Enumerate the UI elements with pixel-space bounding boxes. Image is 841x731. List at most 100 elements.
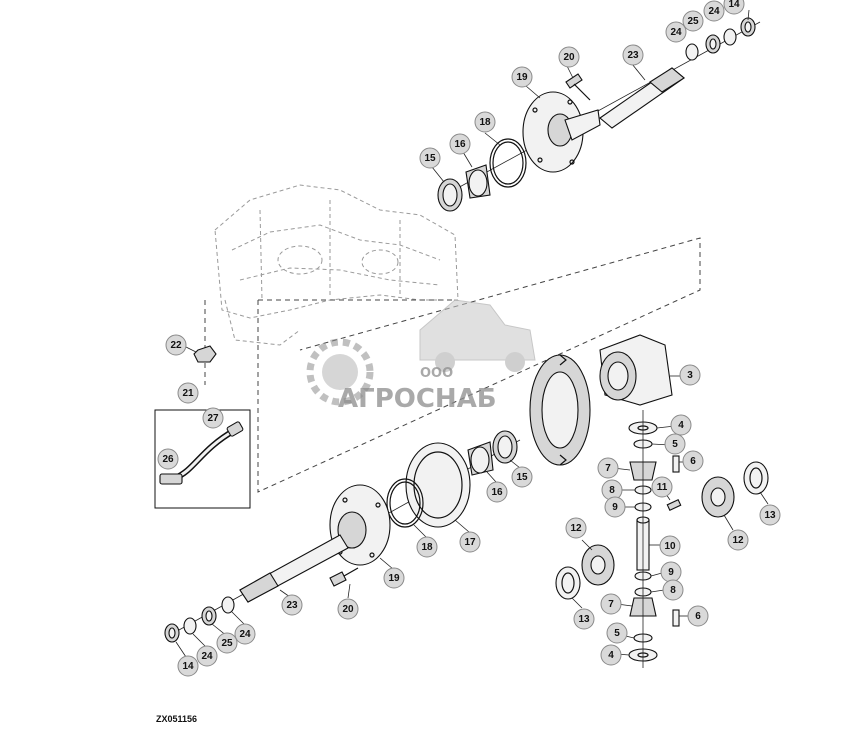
callout-circle <box>622 44 644 66</box>
callout-12: 12 <box>565 517 587 539</box>
ghost-housing-outline <box>214 184 459 346</box>
callout-number: 12 <box>732 535 744 546</box>
callout-number: 15 <box>424 153 436 164</box>
pin-6-lower <box>672 609 680 627</box>
washer-24-upper <box>723 28 737 46</box>
callout-number: 27 <box>207 413 219 424</box>
callout-24: 24 <box>196 645 218 667</box>
company-watermark: ООО АГРОСНАБ <box>306 299 536 414</box>
callout-18: 18 <box>416 536 438 558</box>
callout-11: 11 <box>651 476 673 498</box>
callout-3: 3 <box>679 364 701 386</box>
o-ring-18-lower <box>386 478 424 528</box>
upper-axle-assembly <box>437 17 761 212</box>
callout-9: 9 <box>660 561 682 583</box>
callout-number: 24 <box>670 27 682 38</box>
callout-circle <box>651 476 673 498</box>
callout-circle <box>202 407 224 429</box>
callout-9: 9 <box>604 496 626 518</box>
callout-19: 19 <box>511 66 533 88</box>
callout-number: 21 <box>182 388 194 399</box>
callout-circle <box>459 531 481 553</box>
callout-number: 4 <box>678 420 684 431</box>
callout-13: 13 <box>759 504 781 526</box>
callout-number: 16 <box>491 487 503 498</box>
callout-number: 22 <box>170 340 182 351</box>
figure-reference: ZX051156 <box>156 714 197 724</box>
callout-number: 6 <box>695 611 701 622</box>
callout-5: 5 <box>606 622 628 644</box>
callout-number: 13 <box>764 510 776 521</box>
washer-24-lower-a <box>221 596 235 614</box>
callout-number: 14 <box>728 0 740 10</box>
callout-number: 11 <box>657 482 668 493</box>
callout-number: 6 <box>690 456 696 467</box>
callout-circle <box>234 623 256 645</box>
callout-circle <box>177 655 199 677</box>
washer-24-lower-b <box>183 617 197 635</box>
callout-circle <box>177 382 199 404</box>
bolt-20-upper <box>565 73 583 89</box>
thrust-washer-13-right <box>743 461 769 495</box>
callout-14: 14 <box>723 0 745 15</box>
callout-25: 25 <box>216 632 238 654</box>
callout-27: 27 <box>202 407 224 429</box>
callout-circle <box>511 66 533 88</box>
callout-circle <box>670 414 692 436</box>
callout-24: 24 <box>665 21 687 43</box>
callout-circle <box>687 605 709 627</box>
callout-circle <box>600 644 622 666</box>
callout-number: 7 <box>608 599 614 610</box>
callout-13: 13 <box>573 608 595 630</box>
callout-number: 18 <box>421 542 433 553</box>
callout-number: 13 <box>578 614 590 625</box>
callout-circle <box>558 46 580 68</box>
callout-number: 7 <box>605 463 611 474</box>
callout-circle <box>157 448 179 470</box>
callout-circle <box>727 529 749 551</box>
callout-circle <box>565 517 587 539</box>
thrust-washer-13-left <box>555 566 581 600</box>
callout-14: 14 <box>177 655 199 677</box>
callout-number: 8 <box>609 485 615 496</box>
callout-16: 16 <box>449 133 471 155</box>
callout-number: 26 <box>162 454 174 465</box>
gasket-17 <box>405 442 471 528</box>
callout-number: 23 <box>627 50 639 61</box>
callout-number: 3 <box>687 370 693 381</box>
callout-circle <box>600 593 622 615</box>
callout-7: 7 <box>597 457 619 479</box>
callout-number: 20 <box>563 52 575 63</box>
callout-10: 10 <box>659 535 681 557</box>
callout-number: 19 <box>388 573 400 584</box>
watermark-prefix: ООО <box>420 366 453 381</box>
callout-4: 4 <box>670 414 692 436</box>
callout-circle <box>573 608 595 630</box>
callout-6: 6 <box>682 450 704 472</box>
callout-number: 10 <box>664 541 676 552</box>
callout-circle <box>662 579 684 601</box>
callout-17: 17 <box>459 531 481 553</box>
callout-number: 19 <box>516 72 528 83</box>
callout-circle <box>606 622 628 644</box>
breather-kit <box>154 345 251 509</box>
callout-number: 14 <box>182 661 194 672</box>
callout-circle <box>474 111 496 133</box>
callout-number: 24 <box>201 651 213 662</box>
callout-5: 5 <box>664 433 686 455</box>
callout-circle <box>486 481 508 503</box>
lower-axle-assembly <box>164 430 521 643</box>
callout-26: 26 <box>157 448 179 470</box>
callout-circle <box>679 364 701 386</box>
differential-assembly <box>529 334 769 668</box>
callout-number: 18 <box>479 117 491 128</box>
callout-circle <box>682 10 704 32</box>
callout-18: 18 <box>474 111 496 133</box>
callout-circle <box>416 536 438 558</box>
callout-circle <box>281 594 303 616</box>
nut-22 <box>193 345 217 363</box>
callout-7: 7 <box>600 593 622 615</box>
callout-23: 23 <box>281 594 303 616</box>
callout-number: 24 <box>708 6 720 17</box>
callout-4: 4 <box>600 644 622 666</box>
